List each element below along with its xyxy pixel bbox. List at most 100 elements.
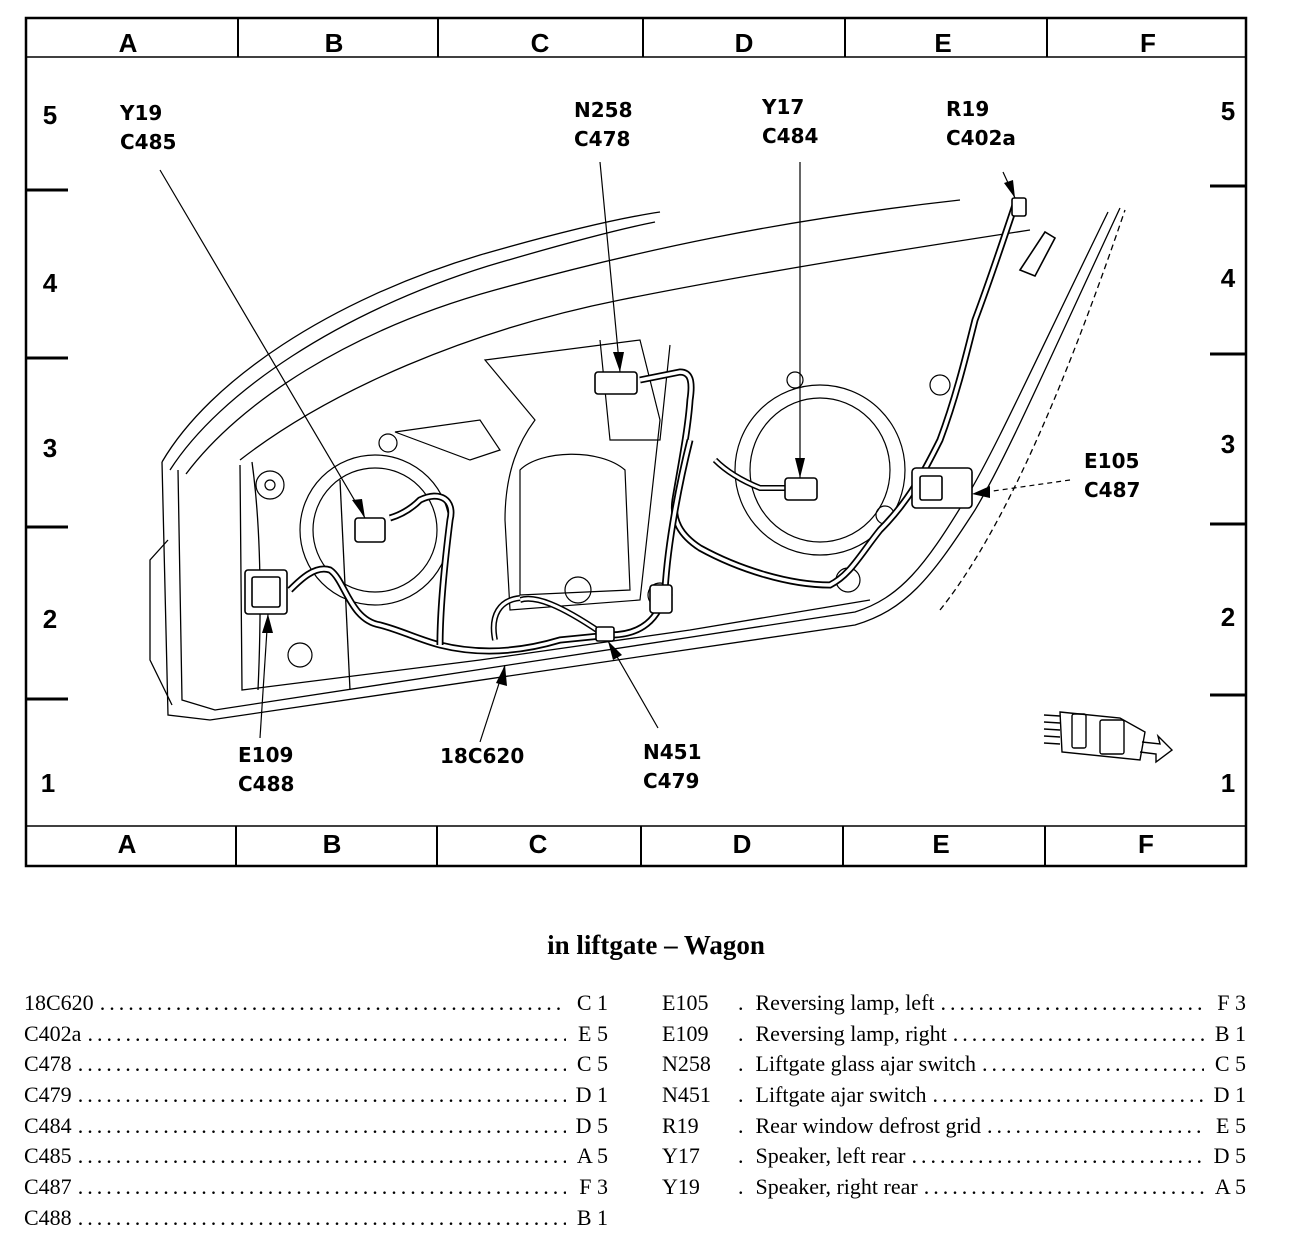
grid-col-label-bottom: C bbox=[529, 829, 548, 859]
legend-description: Reversing lamp, right bbox=[755, 1020, 947, 1046]
legend-code: C478 bbox=[24, 1051, 72, 1077]
legend-description: Reversing lamp, left bbox=[755, 990, 935, 1015]
leader-dots bbox=[78, 1080, 566, 1111]
leader-dots bbox=[933, 1080, 1204, 1111]
legend-separator: . bbox=[738, 990, 744, 1015]
grid-col-label-top: F bbox=[1140, 28, 1156, 58]
grid-col-label-bottom: A bbox=[118, 829, 137, 859]
legend-row: R19. Rear window defrost grid E 5 bbox=[662, 1111, 1246, 1142]
legend-row: C488 B 1 bbox=[24, 1203, 608, 1234]
leader-arrowheads bbox=[262, 180, 1015, 686]
callout-r19-connector: C402a bbox=[946, 126, 1016, 150]
legend-location: A 5 bbox=[1214, 1174, 1246, 1200]
legend-separator: . bbox=[738, 1112, 744, 1138]
legend-description: Liftgate ajar switch bbox=[755, 1082, 927, 1108]
leader-dots bbox=[987, 1111, 1204, 1142]
callout-e105-connector: C487 bbox=[1084, 478, 1140, 502]
legend-description: Rear window defrost grid bbox=[755, 1112, 981, 1138]
grid-row-label-right: 1 bbox=[1221, 768, 1235, 798]
legend-code: Y19 bbox=[662, 1174, 700, 1200]
diagram-frame bbox=[24, 16, 1248, 868]
callout-n258-connector: C478 bbox=[574, 127, 630, 151]
grid-row-label-right: 4 bbox=[1221, 263, 1236, 293]
legend-row: N451. Liftgate ajar switch D 1 bbox=[662, 1080, 1246, 1111]
legend-row: N258.Liftgate glass ajar switchC 5 bbox=[662, 1049, 1246, 1080]
leader-dots bbox=[78, 1141, 566, 1172]
legend-separator: . bbox=[738, 1082, 744, 1108]
leader-dots bbox=[911, 1141, 1204, 1172]
legend-code: Y17 bbox=[662, 1143, 700, 1169]
legend-code: C488 bbox=[24, 1204, 72, 1230]
wiring-harness bbox=[287, 203, 1019, 655]
legend-location: D 1 bbox=[1213, 1082, 1246, 1108]
leader-dots bbox=[941, 988, 1204, 1019]
legend-code: 18C620 bbox=[24, 990, 94, 1015]
leader-dots bbox=[78, 1172, 566, 1203]
leader-dots bbox=[87, 1019, 566, 1050]
grid-col-label-top: C bbox=[531, 28, 550, 58]
legend-location: E 5 bbox=[1216, 1112, 1246, 1138]
legend-location: C 5 bbox=[576, 1051, 608, 1077]
legend-row: Y19.Speaker, right rearA 5 bbox=[662, 1172, 1246, 1203]
component-legend: E105.Reversing lamp, leftF 3 E109.Revers… bbox=[662, 988, 1246, 1203]
grid-col-label-bottom: D bbox=[733, 829, 752, 859]
legend-code: N451 bbox=[662, 1082, 711, 1108]
legend-row: Y17. Speaker, left rear D 5 bbox=[662, 1141, 1246, 1172]
leader-dots bbox=[100, 988, 566, 1019]
legend-location: D 5 bbox=[1213, 1143, 1246, 1169]
legend-code: C402a bbox=[24, 1020, 82, 1046]
grid-row-label-left: 5 bbox=[43, 100, 57, 130]
callout-e105-code: E105 bbox=[1084, 449, 1139, 473]
callout-18c620-label: 18C620 bbox=[440, 744, 524, 768]
callout-n451-connector: C479 bbox=[643, 769, 699, 793]
callout-n451-code: N451 bbox=[643, 740, 702, 764]
legend-location: D 1 bbox=[575, 1082, 608, 1108]
legend-description: Speaker, left rear bbox=[755, 1143, 906, 1169]
legend-description: Liftgate glass ajar switch bbox=[755, 1051, 977, 1077]
legend-separator: . bbox=[738, 1051, 744, 1077]
grid-col-label-top: A bbox=[119, 28, 138, 58]
legend-code: C479 bbox=[24, 1082, 72, 1108]
legend-row: E105.Reversing lamp, leftF 3 bbox=[662, 988, 1246, 1019]
callout-e109-code: E109 bbox=[238, 743, 293, 767]
vehicle-orientation-icon bbox=[1043, 711, 1174, 764]
grid-col-label-bottom: B bbox=[323, 829, 342, 859]
legend-location: A 5 bbox=[576, 1143, 608, 1169]
leader-dots bbox=[78, 1049, 566, 1080]
legend-row: C478 C 5 bbox=[24, 1049, 608, 1080]
diagram-caption: in liftgate – Wagon bbox=[547, 930, 765, 960]
legend-location: F 3 bbox=[1217, 990, 1246, 1015]
legend-location: C 5 bbox=[1214, 1051, 1246, 1077]
legend-row: C479 D 1 bbox=[24, 1080, 608, 1111]
wiring-diagram: A B C D E F A B C D E F 5 4 3 2 1 5 4 3 … bbox=[24, 16, 1248, 868]
grid-row-label-left: 4 bbox=[43, 268, 58, 298]
leader-dots bbox=[78, 1111, 566, 1142]
grid-row-label-left: 3 bbox=[43, 433, 57, 463]
grid-row-label-right: 3 bbox=[1221, 429, 1235, 459]
legend-description: Speaker, right rear bbox=[755, 1174, 918, 1200]
legend-row: 18C620C 1 bbox=[24, 988, 608, 1019]
leader-dots bbox=[78, 1203, 566, 1234]
legend-code: C487 bbox=[24, 1174, 72, 1200]
legend-code: R19 bbox=[662, 1112, 699, 1138]
legend-separator: . bbox=[738, 1143, 744, 1169]
callout-r19-code: R19 bbox=[946, 97, 989, 121]
grid-row-label-left: 2 bbox=[43, 604, 57, 634]
connectors bbox=[244, 197, 1057, 642]
legend-location: B 1 bbox=[576, 1204, 608, 1230]
grid-col-label-top: D bbox=[735, 28, 754, 58]
legend-row: C484D 5 bbox=[24, 1111, 608, 1142]
grid-col-label-top: B bbox=[325, 28, 344, 58]
callout-y17-code: Y17 bbox=[761, 95, 804, 119]
legend-row: E109.Reversing lamp, rightB 1 bbox=[662, 1019, 1246, 1050]
callout-y19-code: Y19 bbox=[119, 101, 162, 125]
legend-code: C484 bbox=[24, 1112, 72, 1138]
grid-row-label-right: 5 bbox=[1221, 96, 1235, 126]
legend-location: F 3 bbox=[579, 1174, 608, 1200]
grid-col-label-bottom: F bbox=[1138, 829, 1154, 859]
grid-col-label-top: E bbox=[934, 28, 951, 58]
leader-dots bbox=[924, 1172, 1204, 1203]
grid-row-label-left: 1 bbox=[41, 768, 55, 798]
inner-panel bbox=[299, 339, 906, 611]
